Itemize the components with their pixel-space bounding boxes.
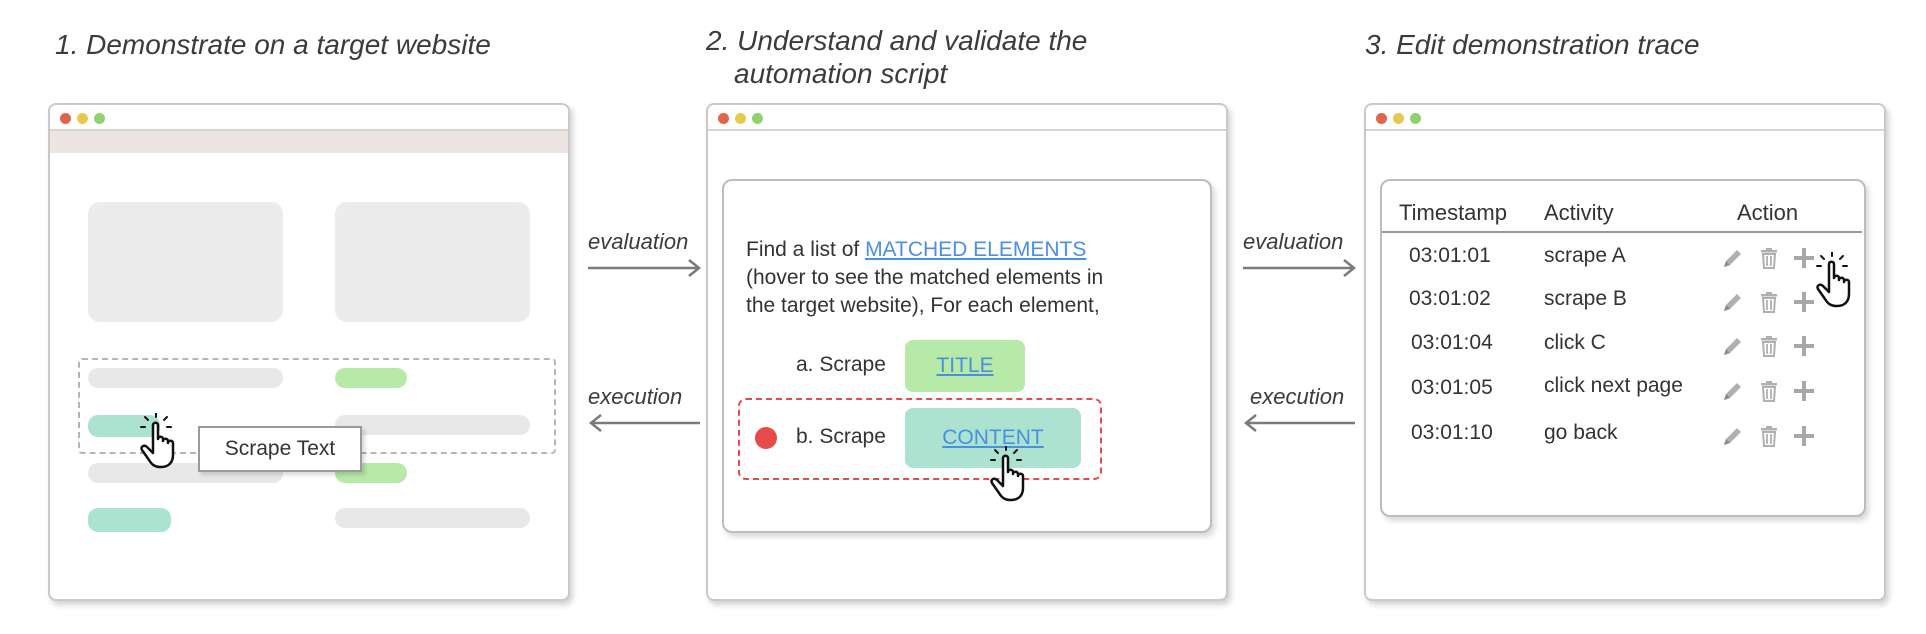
click-cursor-icon xyxy=(1816,252,1851,308)
window-titlebar xyxy=(50,105,568,131)
edit-pencil-icon[interactable] xyxy=(1720,423,1746,449)
delete-trash-icon[interactable] xyxy=(1756,333,1782,359)
add-plus-icon[interactable] xyxy=(1791,378,1817,404)
script-line-2: (hover to see the matched elements in xyxy=(746,266,1104,289)
add-plus-icon[interactable] xyxy=(1791,333,1817,359)
edit-pencil-icon[interactable] xyxy=(1720,289,1746,315)
edit-pencil-icon[interactable] xyxy=(1720,378,1746,404)
text-placeholder xyxy=(335,415,530,435)
step3-title: 3. Edit demonstration trace xyxy=(1365,29,1700,60)
click-cursor-icon xyxy=(990,446,1025,502)
delete-trash-icon[interactable] xyxy=(1756,289,1782,315)
window-titlebar xyxy=(1366,105,1884,131)
close-dot-icon[interactable] xyxy=(60,113,71,124)
step-a-label: a. Scrape xyxy=(796,353,886,376)
content-tag[interactable]: CONTENT xyxy=(905,408,1081,468)
add-plus-icon[interactable] xyxy=(1791,245,1817,271)
edit-pencil-icon[interactable] xyxy=(1720,333,1746,359)
window-titlebar xyxy=(708,105,1226,131)
step-b-label: b. Scrape xyxy=(796,425,886,448)
text-placeholder xyxy=(88,368,283,388)
evaluation-label: evaluation xyxy=(588,229,689,254)
delete-trash-icon[interactable] xyxy=(1756,245,1782,271)
header-activity: Activity xyxy=(1544,200,1614,225)
execution-label: execution xyxy=(588,384,683,409)
text-placeholder xyxy=(335,508,530,528)
title-tag-label[interactable]: TITLE xyxy=(936,354,994,377)
breakpoint-dot-icon[interactable] xyxy=(755,427,777,449)
execution-arrow xyxy=(1243,414,1355,432)
step2-title-line2: automation script xyxy=(734,58,948,89)
highlighted-title-element[interactable] xyxy=(335,368,407,388)
minimize-dot-icon[interactable] xyxy=(735,113,746,124)
header-timestamp: Timestamp xyxy=(1399,200,1507,225)
close-dot-icon[interactable] xyxy=(718,113,729,124)
delete-trash-icon[interactable] xyxy=(1756,378,1782,404)
close-dot-icon[interactable] xyxy=(1376,113,1387,124)
image-placeholder-left xyxy=(88,202,283,322)
header-divider xyxy=(1382,231,1862,233)
active-step-highlight xyxy=(738,398,1102,480)
execution-arrow xyxy=(588,414,700,432)
row-1-timestamp: 03:01:01 xyxy=(1409,244,1491,267)
edit-pencil-icon[interactable] xyxy=(1720,245,1746,271)
row-3-timestamp: 03:01:04 xyxy=(1411,331,1493,354)
row-2-activity: scrape B xyxy=(1544,287,1627,310)
highlighted-content-element[interactable] xyxy=(88,508,171,532)
maximize-dot-icon[interactable] xyxy=(752,113,763,124)
row-5-timestamp: 03:01:10 xyxy=(1411,421,1493,444)
step2-title-line1: 2. Understand and validate the xyxy=(706,25,1088,56)
maximize-dot-icon[interactable] xyxy=(94,113,105,124)
image-placeholder-right xyxy=(335,202,530,322)
execution-label: execution xyxy=(1250,384,1345,409)
row-4-activity: click next page xyxy=(1544,374,1683,397)
add-plus-icon[interactable] xyxy=(1791,289,1817,315)
row-2-timestamp: 03:01:02 xyxy=(1409,287,1491,310)
maximize-dot-icon[interactable] xyxy=(1410,113,1421,124)
header-action: Action xyxy=(1737,200,1799,225)
matched-elements-link[interactable]: MATCHED ELEMENTS xyxy=(865,238,1087,261)
script-line-3: the target website), For each element, xyxy=(746,294,1100,317)
row-5-activity: go back xyxy=(1544,421,1618,444)
highlighted-content-element[interactable] xyxy=(88,415,160,437)
click-cursor-icon xyxy=(140,413,175,469)
content-tag-label[interactable]: CONTENT xyxy=(942,426,1044,449)
trace-table-panel xyxy=(1380,179,1866,517)
target-website-window: Scrape Text xyxy=(48,103,570,601)
title-tag[interactable]: TITLE xyxy=(905,340,1025,392)
step1-title: 1. Demonstrate on a target website xyxy=(55,29,491,60)
evaluation-arrow xyxy=(588,259,702,277)
add-plus-icon[interactable] xyxy=(1791,423,1817,449)
row-1-activity: scrape A xyxy=(1544,244,1626,267)
delete-trash-icon[interactable] xyxy=(1756,423,1782,449)
script-line-1: Find a list of MATCHED ELEMENTS xyxy=(746,238,1086,262)
minimize-dot-icon[interactable] xyxy=(77,113,88,124)
address-bar xyxy=(50,131,568,153)
row-4-timestamp: 03:01:05 xyxy=(1411,376,1493,399)
evaluation-arrow xyxy=(1243,259,1357,277)
row-3-activity: click C xyxy=(1544,331,1606,354)
evaluation-label: evaluation xyxy=(1243,229,1344,254)
scrape-text-tooltip[interactable]: Scrape Text xyxy=(198,426,362,472)
minimize-dot-icon[interactable] xyxy=(1393,113,1404,124)
script-line-1-prefix: Find a list of xyxy=(746,238,866,261)
